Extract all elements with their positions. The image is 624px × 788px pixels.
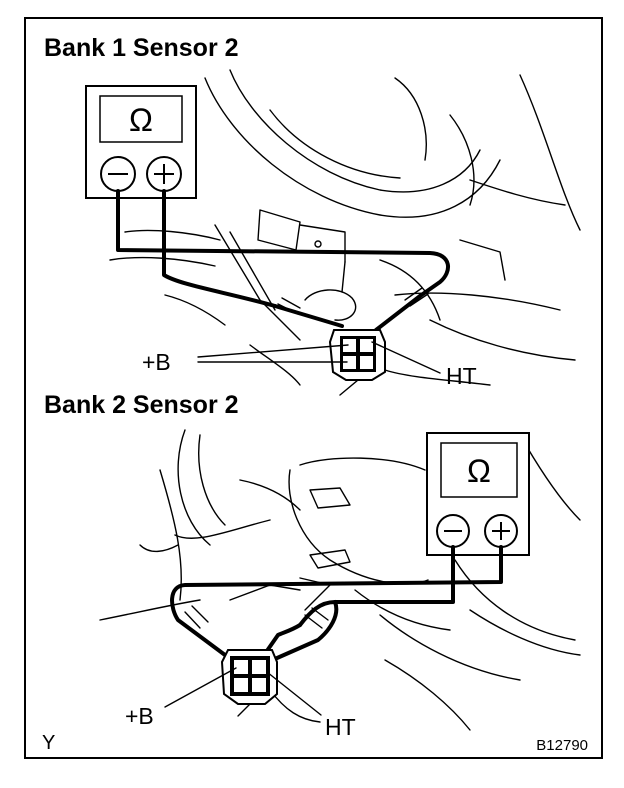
panel1-ohmmeter: Ω: [85, 85, 197, 199]
panel2-callouts: +B HT: [125, 667, 356, 740]
panel2-heading: Bank 2 Sensor 2: [44, 391, 239, 419]
panel2-connector: [220, 649, 278, 717]
panel1-connector: [328, 329, 386, 396]
figure-id: B12790: [536, 737, 588, 754]
panel2-label-ht: HT: [325, 714, 356, 740]
panel2-label-b: +B: [125, 703, 154, 729]
panel1-label-b: +B: [142, 349, 171, 375]
panel1-callouts: +B HT: [142, 341, 477, 389]
panel1-test-leads: [116, 189, 450, 332]
panel2-ohmmeter: Ω: [426, 432, 530, 556]
panel-bank2: Bank 2 Sensor 2: [44, 391, 581, 740]
panel2-ohm-symbol: Ω: [467, 453, 491, 489]
panel1-vehicle-outline: [109, 69, 581, 386]
panel1-heading: Bank 1 Sensor 2: [44, 34, 239, 62]
footer-left-code: Y: [42, 732, 55, 754]
panel1-label-ht: HT: [446, 363, 477, 389]
panel2-test-leads: [170, 545, 503, 664]
panel1-ohm-symbol: Ω: [129, 102, 153, 138]
panel-bank1: Bank 1 Sensor 2: [44, 34, 581, 396]
figure-border: [24, 17, 603, 759]
